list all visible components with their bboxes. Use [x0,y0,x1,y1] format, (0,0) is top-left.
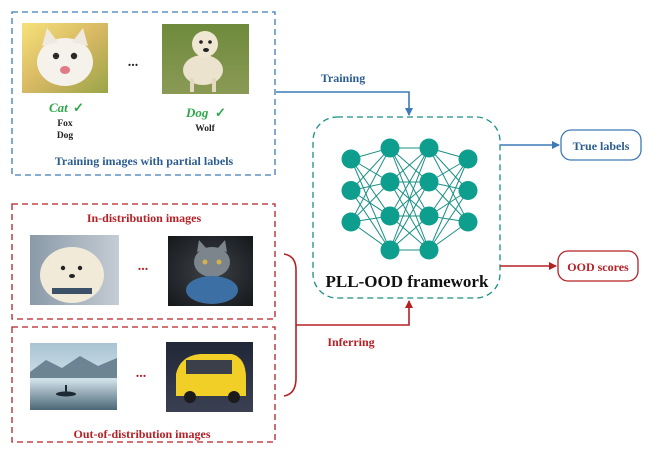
network-node [380,206,400,226]
inference-brace [283,253,297,397]
network-edge [350,158,391,217]
inferring-arrow [296,300,413,326]
network-edge [350,147,391,223]
gray-cat-photo [168,236,253,306]
yellow-car-photo [166,342,253,412]
network-edge [428,190,469,251]
dog-photo [162,24,249,94]
network-edge [350,190,391,251]
training-panel-border [11,11,276,176]
network-node [341,149,361,169]
network-edge [350,158,391,251]
network-edge [428,147,469,191]
network-edge [350,147,391,191]
network-edge [428,147,469,223]
cat-candidate-fox: Fox [57,119,73,129]
network-node [458,149,478,169]
neural-network-icon [341,138,478,260]
network-node [458,212,478,232]
framework-title: PLL-OOD framework [326,272,489,291]
in-dist-ellipsis: ... [138,259,149,274]
dog-label: Dog [185,105,209,120]
training-ellipsis: ... [128,55,139,70]
network-node [380,240,400,260]
network-edge [428,158,469,217]
dog-check-icon: ✓ [215,105,226,120]
lake-boat-photo [30,343,117,410]
training-edge-label: Training [321,71,365,85]
network-node [380,172,400,192]
network-node [458,181,478,200]
cat-label: Cat [49,100,68,115]
true-labels-text: True labels [573,139,630,153]
cat-check-icon: ✓ [73,100,84,115]
training-caption: Training images with partial labels [55,154,234,168]
training-arrow [276,91,413,116]
framework-box [312,116,501,299]
dog-candidate-wolf: Wolf [195,124,215,134]
pomeranian-photo [30,235,119,305]
in-dist-title: In-distribution images [87,211,202,225]
network-edge [389,147,430,251]
network-edge [389,181,430,251]
network-node [419,172,439,192]
kitten-photo [22,23,108,93]
true-labels-box [560,129,642,161]
network-node [419,206,439,226]
network-node [419,240,439,260]
in-dist-panel-border [11,203,276,320]
network-node [380,138,400,158]
ood-scores-text: OOD scores [567,260,629,274]
ood-panel-border [11,326,276,443]
network-node [341,212,361,232]
ood-title: Out-of-distribution images [73,427,210,441]
ood-scores-box [557,250,639,282]
inferring-edge-label: Inferring [327,335,374,349]
network-edge [428,158,469,251]
network-node [341,181,361,200]
network-edge [389,147,430,217]
network-node [419,138,439,158]
cat-candidate-dog: Dog [57,131,74,141]
ood-ellipsis: ... [136,366,147,381]
